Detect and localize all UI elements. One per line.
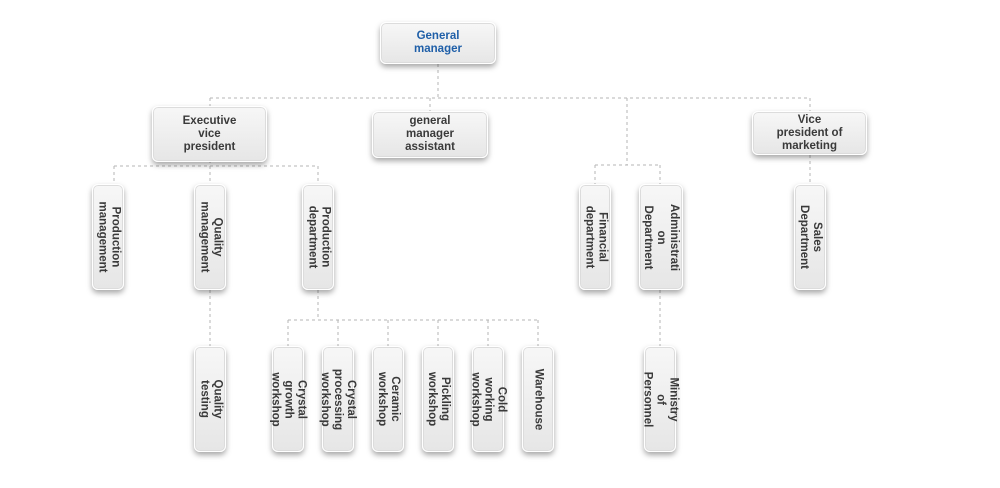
production-department-label: Production department (306, 205, 331, 269)
ministry-of-personnel-node: Ministry of Personnel (642, 346, 680, 452)
financial-department-node: Financial department (579, 184, 611, 290)
executive-vp-label: Executive vice president (182, 114, 237, 153)
warehouse-label: Warehouse (532, 368, 545, 430)
executive-vp-node: Executive vice president (152, 106, 267, 162)
vp-marketing-label: Vice president of marketing (776, 113, 843, 152)
warehouse-node: Warehouse (522, 346, 554, 452)
quality-testing-node: Quality testing (194, 346, 226, 452)
crystal-growth-workshop-label: Crystal growth workshop (269, 371, 308, 427)
pickling-workshop-node: Pickling workshop (422, 346, 454, 452)
administration-department-label: Administrati on Department (642, 203, 681, 271)
production-management-node: Production management (92, 184, 124, 290)
pickling-workshop-label: Pickling workshop (426, 371, 451, 427)
quality-management-node: Quality management (194, 184, 226, 290)
crystal-growth-workshop-node: Crystal growth workshop (270, 346, 308, 452)
cold-working-workshop-node: Cold working workshop (470, 346, 508, 452)
production-management-label: Production management (96, 201, 121, 273)
vp-marketing-node: Vice president of marketing (752, 111, 867, 155)
quality-management-label: Quality management (198, 201, 223, 273)
general-manager-node: General manager (380, 22, 496, 64)
cold-working-workshop-label: Cold working workshop (469, 371, 508, 427)
gm-assistant-node: general manager assistant (372, 111, 488, 158)
financial-department-label: Financial department (583, 205, 608, 269)
gm-assistant-label: general manager assistant (405, 115, 455, 153)
ceramic-workshop-label: Ceramic workshop (376, 371, 401, 427)
crystal-processing-workshop-node: Crystal processing workshop (320, 346, 358, 452)
crystal-processing-workshop-label: Crystal processing workshop (319, 368, 358, 430)
production-department-node: Production department (302, 184, 334, 290)
quality-testing-label: Quality testing (198, 379, 224, 419)
ministry-of-personnel-label: Ministry of Personnel (641, 371, 680, 427)
sales-department-node: Sales Department (794, 184, 826, 290)
administration-department-node: Administrati on Department (639, 184, 683, 290)
sales-department-label: Sales Department (798, 205, 823, 269)
general-manager-label: General manager (414, 30, 462, 55)
ceramic-workshop-node: Ceramic workshop (372, 346, 404, 452)
